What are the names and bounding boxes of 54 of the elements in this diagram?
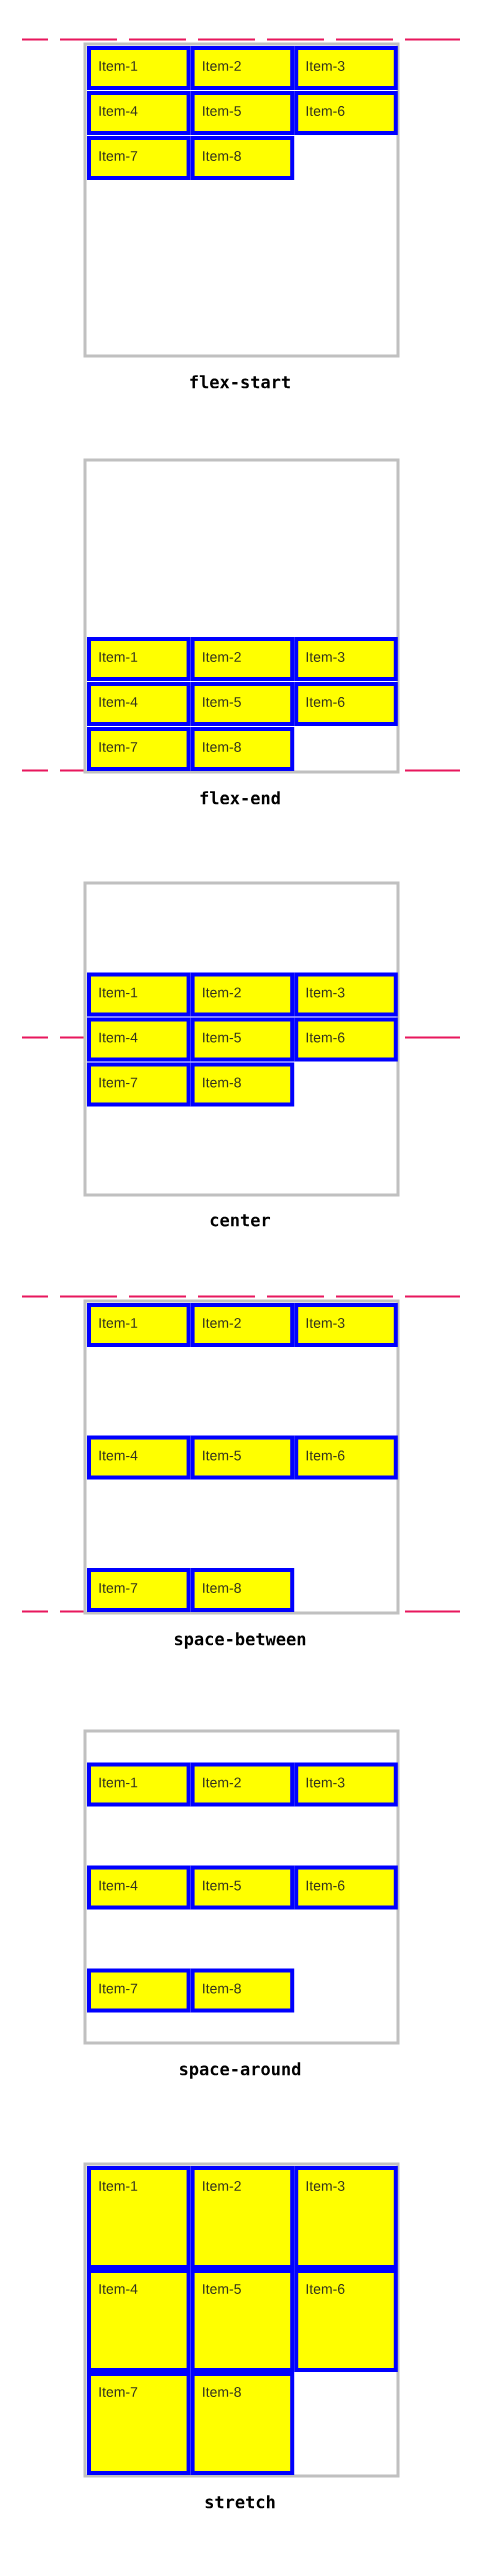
flex-item: Item-7 xyxy=(87,1568,191,1612)
container-label: flex-start xyxy=(190,375,290,389)
container-label: stretch xyxy=(205,2495,275,2509)
flex-item: Item-2 xyxy=(190,46,295,90)
flex-item: Item-2 xyxy=(190,2166,295,2269)
flex-item: Item-5 xyxy=(190,91,295,135)
container-label: space-between xyxy=(174,1632,306,1649)
flex-item: Item-5 xyxy=(190,1435,295,1480)
flex-item: Item-3 xyxy=(294,637,398,681)
flex-item: Item-1 xyxy=(87,46,191,90)
flex-item: Item-6 xyxy=(294,1435,398,1480)
flex-item: Item-7 xyxy=(87,727,191,771)
flex-item: Item-4 xyxy=(87,682,191,726)
flex-item: Item-3 xyxy=(294,1762,398,1807)
flex-item: Item-2 xyxy=(190,637,295,681)
flex-item: Item-4 xyxy=(87,2269,191,2372)
flex-item: Item-8 xyxy=(190,2372,295,2475)
flex-item: Item-8 xyxy=(190,1568,295,1612)
flex-item: Item-1 xyxy=(87,637,191,681)
flex-item: Item-2 xyxy=(190,972,295,1017)
container-label: flex-end xyxy=(200,791,280,805)
flex-item: Item-6 xyxy=(294,2269,398,2372)
flex-item: Item-7 xyxy=(87,136,191,180)
container-label: center xyxy=(210,1214,270,1227)
flex-item: Item-1 xyxy=(87,2166,191,2269)
flex-item: Item-8 xyxy=(190,136,295,180)
flex-item: Item-3 xyxy=(294,972,398,1017)
flex-item: Item-6 xyxy=(294,682,398,726)
flex-item: Item-7 xyxy=(87,2372,191,2475)
flex-item: Item-8 xyxy=(190,727,295,771)
flex-item: Item-6 xyxy=(294,1865,398,1910)
flex-item: Item-4 xyxy=(87,1435,191,1480)
flex-item: Item-5 xyxy=(190,1865,295,1910)
flex-item: Item-3 xyxy=(294,2166,398,2269)
container-label: space-around xyxy=(180,2062,301,2079)
flex-item: Item-4 xyxy=(87,91,191,135)
flex-item: Item-1 xyxy=(87,972,191,1017)
flex-item: Item-4 xyxy=(87,1017,191,1062)
flex-item: Item-5 xyxy=(190,2269,295,2372)
flex-item: Item-4 xyxy=(87,1865,191,1910)
flex-item: Item-5 xyxy=(190,1017,295,1062)
flex-item: Item-8 xyxy=(190,1968,295,2013)
flex-item: Item-8 xyxy=(190,1062,295,1107)
flex-item: Item-1 xyxy=(87,1762,191,1807)
flex-item: Item-1 xyxy=(87,1303,191,1347)
flex-item: Item-7 xyxy=(87,1062,191,1107)
flex-item: Item-7 xyxy=(87,1968,191,2013)
flex-item: Item-3 xyxy=(294,1303,398,1347)
flex-item: Item-3 xyxy=(294,46,398,90)
flex-item: Item-5 xyxy=(190,682,295,726)
flex-item: Item-2 xyxy=(190,1762,295,1807)
flex-item: Item-6 xyxy=(294,1017,398,1062)
flex-item: Item-2 xyxy=(190,1303,295,1347)
flex-item: Item-6 xyxy=(294,91,398,135)
